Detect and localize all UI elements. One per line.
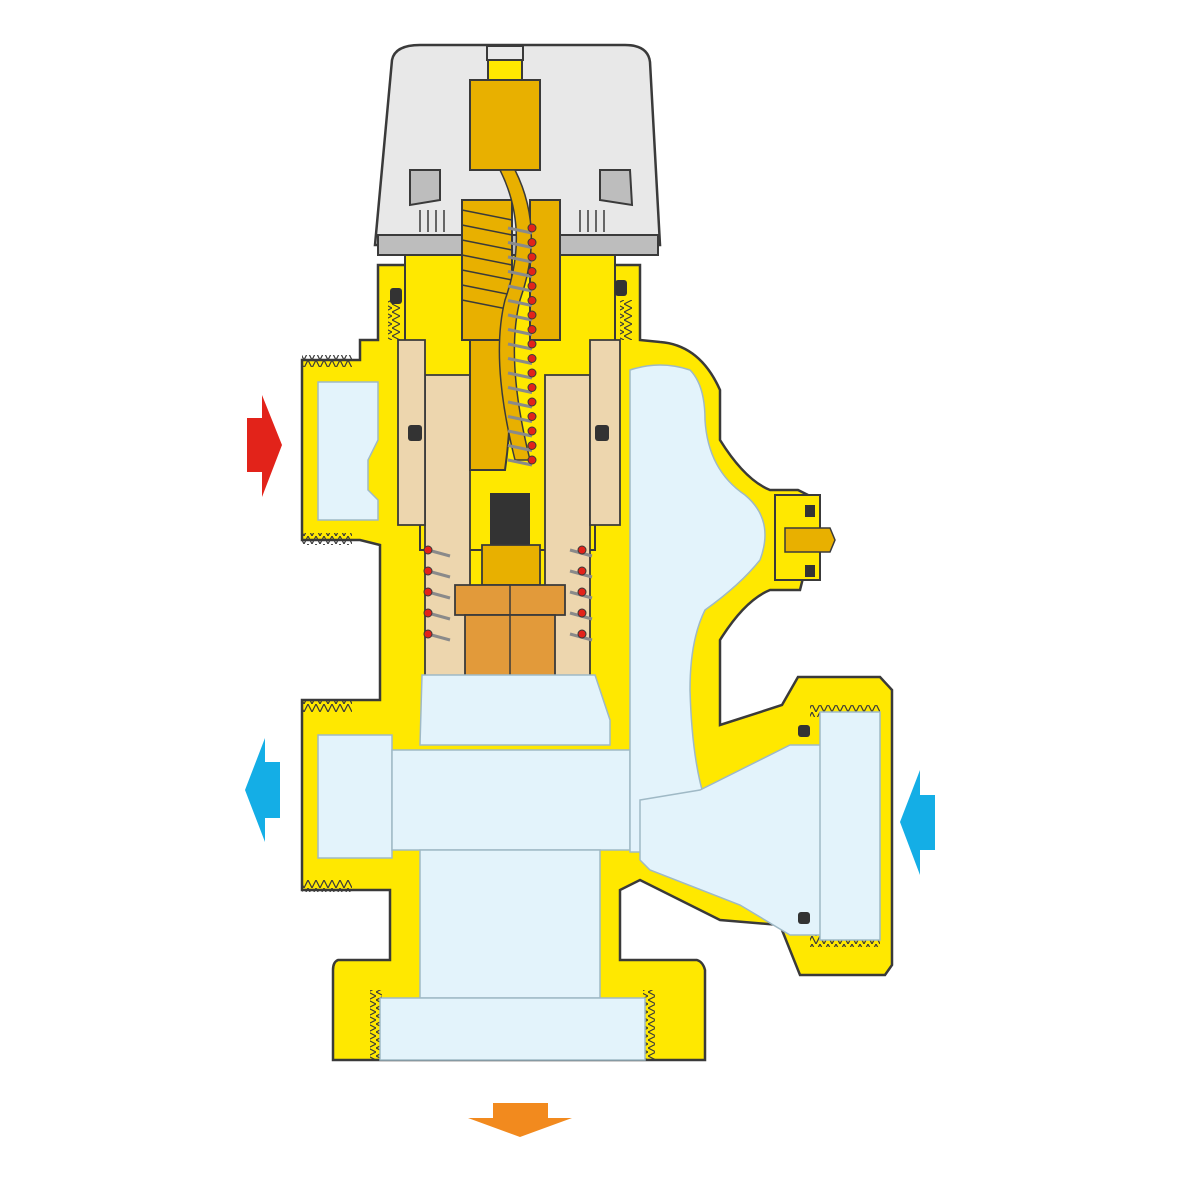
spring-wire [507,400,533,409]
spring-coil [423,629,433,639]
thermostatic-cartridge [390,45,810,924]
spring-wire [507,328,533,336]
cold-flow-arrow-icon [245,738,280,842]
spring-wire [507,313,533,322]
spring-wire [507,444,533,452]
spring-coil [577,587,587,597]
spring-coil [527,426,537,436]
spring-wire [507,241,533,249]
spring-wire [507,270,533,278]
spring-wire [507,429,533,438]
water-channels [317,364,881,1061]
spring-coil [527,441,537,450]
spring-wire [507,284,533,293]
spring-coil [527,310,537,320]
spring-wire [507,415,533,423]
spring-wire [507,458,533,467]
spring-coil [527,368,537,378]
spring-coil [527,296,537,305]
spring-coil [527,325,537,334]
spring-wire [507,299,533,307]
spring-wire [507,226,533,235]
mixed-flow-arrow-icon [468,1103,572,1137]
spring-coil [527,223,537,233]
adjust-screw-icon [774,494,836,581]
spring-coil [423,587,433,597]
spring-coil [527,267,537,276]
spring-coil [527,252,537,262]
spring-coil [527,397,537,407]
spring-coil [527,354,537,363]
spring-coil [527,455,537,465]
spring-coil [527,281,537,291]
spring-coil [577,629,587,639]
spring-coil [423,608,433,618]
spring-icon [423,223,593,642]
spring-wire [507,386,533,394]
spring-coil [577,566,587,576]
spring-coil [577,608,587,618]
spring-wire [507,357,533,365]
spring-coil [527,383,537,392]
spring-coil [527,339,537,349]
spring-coil [577,545,587,555]
spring-coil [423,545,433,555]
spring-wire [507,255,533,264]
spring-wire [507,371,533,380]
hot-flow-arrow-icon [247,395,282,497]
spring-coil [527,412,537,421]
spring-wire [507,342,533,351]
cold-flow-arrow-icon [900,770,935,875]
spring-coil [527,238,537,247]
spring-coil [423,566,433,576]
